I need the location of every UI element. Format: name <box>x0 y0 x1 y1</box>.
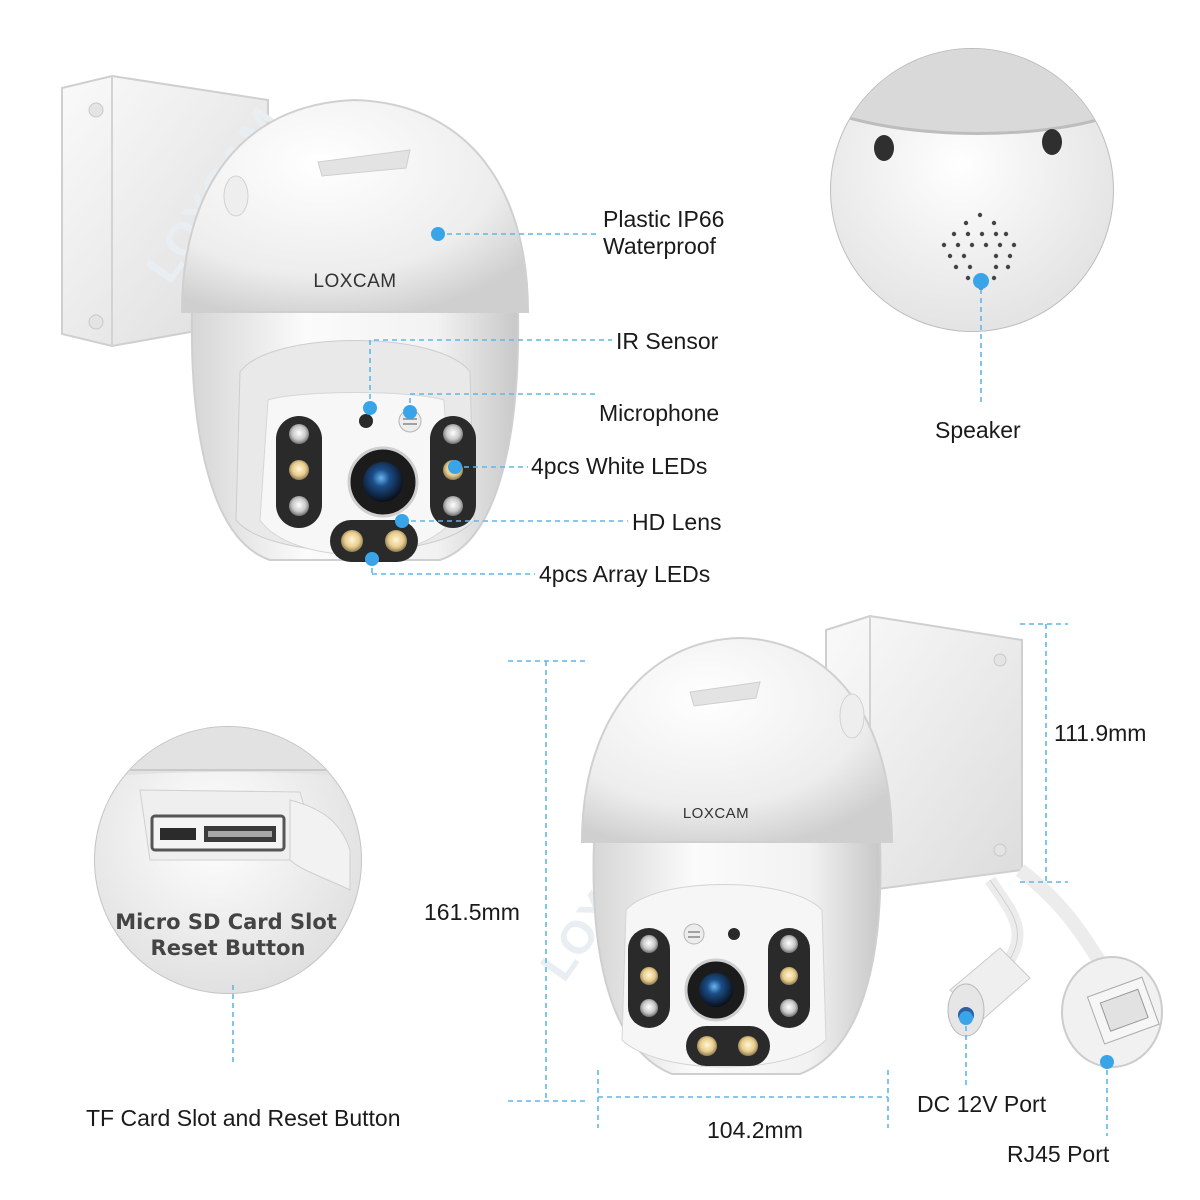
dimension-width: 104.2mm <box>707 1117 803 1143</box>
camera-side-view: LOXCAM LOXCAM <box>530 614 1163 1075</box>
dimension-height-bracket: 111.9mm <box>1054 720 1147 746</box>
callout-dot-icon <box>403 405 417 419</box>
label-array-leds: 4pcs Array LEDs <box>539 561 711 587</box>
dimension-lines <box>508 623 1068 1128</box>
label-hd-lens: HD Lens <box>632 509 722 535</box>
caption-tf-card-slot: TF Card Slot and Reset Button <box>86 1105 401 1131</box>
dimension-height-total: 161.5mm <box>424 899 520 925</box>
callout-dot-icon <box>973 273 989 289</box>
callout-dot-icon <box>431 227 445 241</box>
port-callouts <box>959 1011 1114 1136</box>
label-microphone: Microphone <box>599 400 720 426</box>
callout-dot-icon <box>365 552 379 566</box>
speaker-grille-icon <box>941 212 1017 291</box>
callout-dot-icon <box>448 460 462 474</box>
camera-lens-icon <box>363 462 403 502</box>
slot-printed-line2: Reset Button <box>151 936 306 960</box>
label-waterproof: Waterproof <box>603 233 716 259</box>
brand-logo-side: LOXCAM <box>683 805 749 822</box>
speaker-closeup <box>830 48 1114 404</box>
label-white-leds: 4pcs White LEDs <box>531 453 708 479</box>
sd-slot-closeup: Micro SD Card Slot Reset Button <box>94 726 362 1066</box>
label-dc-port: DC 12V Port <box>917 1091 1047 1117</box>
label-ir-sensor: IR Sensor <box>616 328 719 354</box>
callout-dot-icon <box>959 1011 973 1025</box>
brand-logo-front: LOXCAM <box>313 271 396 292</box>
slot-printed-line1: Micro SD Card Slot <box>115 910 337 934</box>
camera-front-view: LOXCAM LOXCAM <box>61 74 530 562</box>
callout-dot-icon <box>363 401 377 415</box>
label-speaker: Speaker <box>935 417 1021 443</box>
label-rj45-port: RJ45 Port <box>1007 1141 1110 1167</box>
callout-dot-icon <box>1100 1055 1114 1069</box>
callout-leaders <box>369 233 628 575</box>
label-plastic-ip66: Plastic IP66 <box>603 206 725 232</box>
callout-dots <box>363 227 462 566</box>
callout-dot-icon <box>395 514 409 528</box>
